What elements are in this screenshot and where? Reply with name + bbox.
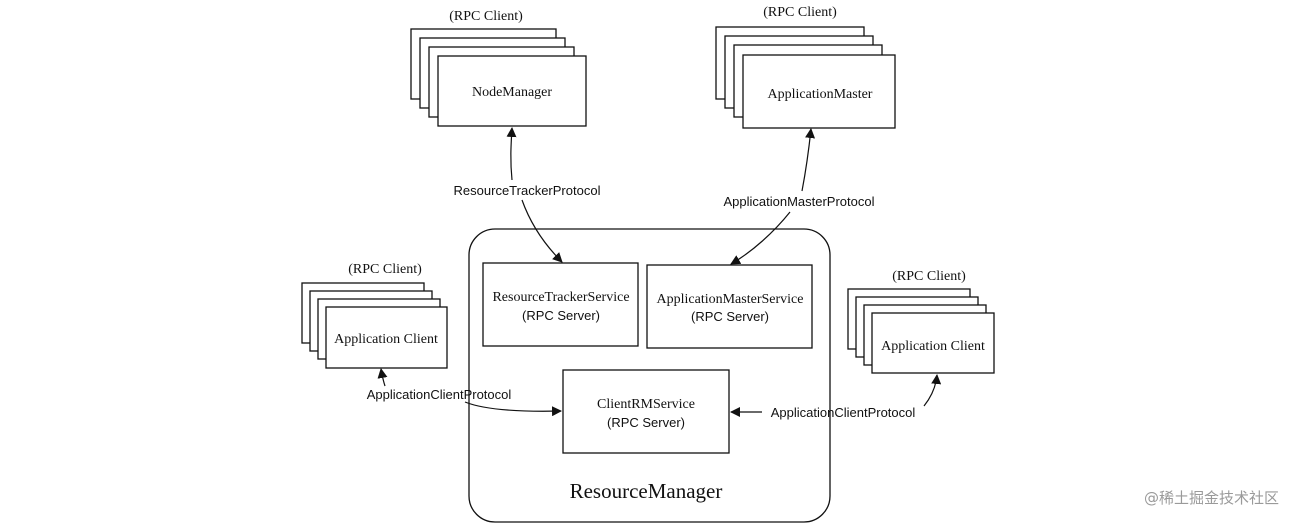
application-client-left-rpc-client-label: (RPC Client) [348,262,422,277]
application-master-label: ApplicationMaster [768,87,873,102]
application-client-protocol-right-label: ApplicationClientProtocol [771,405,916,420]
application-client-right-rpc-client-label: (RPC Client) [892,269,966,284]
resource-tracker-service-name: ResourceTrackerService [492,290,629,305]
node-manager-label: NodeManager [472,85,552,100]
application-client-left-label: Application Client [334,332,438,347]
client-rm-service-box: ClientRMService (RPC Server) [562,369,730,454]
application-client-stack-left: (RPC Client) Application Client [301,262,448,369]
node-manager-rpc-client-label: (RPC Client) [449,9,523,24]
application-client-protocol-right-connector: ApplicationClientProtocol [730,374,942,420]
resource-tracker-protocol-label: ResourceTrackerProtocol [454,183,601,198]
application-master-protocol-connector: ApplicationMasterProtocol [723,128,875,265]
resource-manager-title: ResourceManager [570,479,723,503]
application-client-right-label: Application Client [881,339,985,354]
watermark-text: @稀土掘金技术社区 [1144,489,1279,507]
application-master-rpc-client-label: (RPC Client) [763,5,837,20]
application-client-protocol-left-label: ApplicationClientProtocol [367,387,512,402]
application-master-service-sub: (RPC Server) [691,309,769,324]
application-master-service-name: ApplicationMasterService [657,292,804,307]
application-master-stack: (RPC Client) ApplicationMaster [715,5,896,129]
client-rm-service-sub: (RPC Server) [607,415,685,430]
application-client-stack-right: (RPC Client) Application Client [847,269,995,374]
application-master-protocol-label: ApplicationMasterProtocol [723,194,874,209]
node-manager-stack: (RPC Client) NodeManager [410,9,587,127]
client-rm-service-name: ClientRMService [597,397,695,412]
application-master-service-box: ApplicationMasterService (RPC Server) [646,264,813,349]
resource-tracker-service-box: ResourceTrackerService (RPC Server) [482,262,639,347]
resource-tracker-service-sub: (RPC Server) [522,308,600,323]
application-client-protocol-left-connector: ApplicationClientProtocol [367,368,562,417]
resource-tracker-protocol-connector: ResourceTrackerProtocol [454,127,601,263]
